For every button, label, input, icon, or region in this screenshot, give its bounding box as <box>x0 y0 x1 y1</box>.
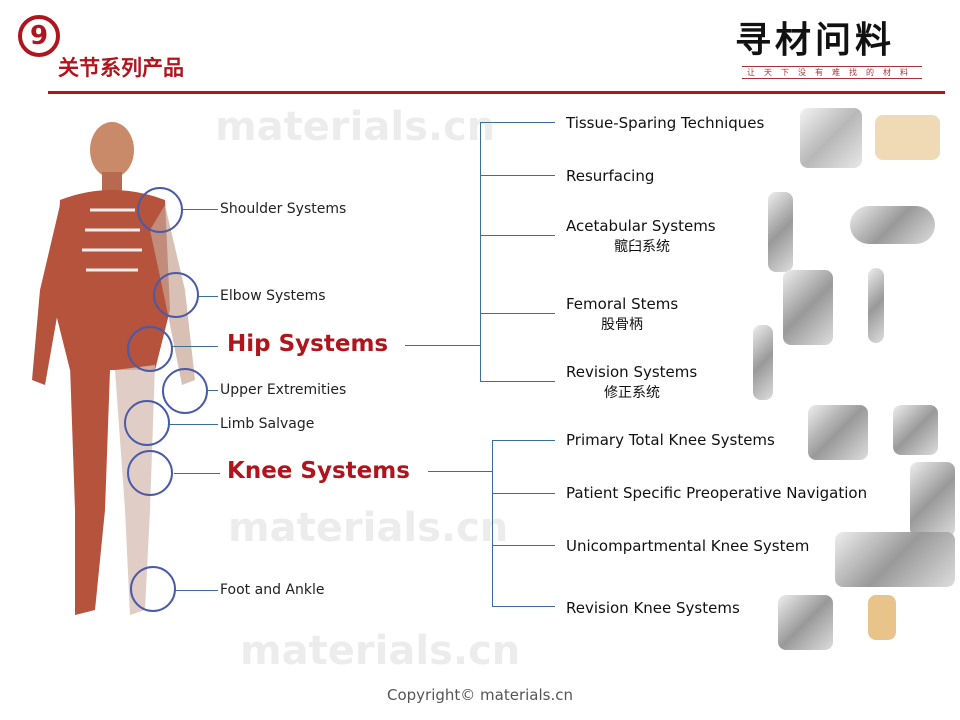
acetabular-cups-image <box>850 206 935 244</box>
hip-item-femoral-cn: 股骨柄 <box>601 317 643 333</box>
hip-item-acetabular: Acetabular Systems <box>566 217 716 235</box>
connector <box>174 473 220 474</box>
elbow-marker <box>153 272 199 318</box>
unicompartmental-knee-image <box>835 532 955 587</box>
knee-item-primary: Primary Total Knee Systems <box>566 431 775 449</box>
hip-item-revision-cn: 修正系统 <box>604 385 660 401</box>
hip-stem-image <box>768 192 793 272</box>
tree-branch <box>492 493 555 494</box>
knee-marker <box>127 450 173 496</box>
revision-stem-image <box>753 325 773 400</box>
hip-item-revision: Revision Systems <box>566 363 698 381</box>
knee-femoral-component-image <box>808 405 868 460</box>
copyright-footer: Copyright© materials.cn <box>386 686 573 704</box>
tree-line <box>405 345 480 346</box>
shoulder-marker <box>137 187 183 233</box>
tree-branch <box>492 606 555 607</box>
tree-branch <box>480 175 555 176</box>
header-divider <box>48 91 945 94</box>
shoulder-systems-label: Shoulder Systems <box>220 201 347 217</box>
watermark: materials.cn <box>240 628 521 674</box>
tree-line <box>492 440 493 607</box>
tree-line <box>480 122 481 382</box>
tree-branch <box>492 440 555 441</box>
connector <box>175 590 218 591</box>
knee-item-unicompartmental: Unicompartmental Knee System <box>566 537 810 555</box>
watermark: materials.cn <box>215 104 496 150</box>
hip-item-resurfacing: Resurfacing <box>566 167 655 185</box>
tree-branch <box>492 545 555 546</box>
tree-line <box>428 471 492 472</box>
foot-ankle-label: Foot and Ankle <box>220 582 325 598</box>
hip-item-tissue-sparing: Tissue-Sparing Techniques <box>566 114 765 132</box>
knee-joint-image <box>868 595 896 640</box>
page-title: 关节系列产品 <box>58 56 184 80</box>
hip-marker <box>127 326 173 372</box>
surgery-image <box>875 115 940 160</box>
upper-extremities-label: Upper Extremities <box>220 382 347 398</box>
hip-item-femoral: Femoral Stems <box>566 295 679 313</box>
limb-salvage-label: Limb Salvage <box>220 416 315 432</box>
logo-tagline: 让天下没有难找的材料 <box>742 66 922 79</box>
tree-branch <box>480 381 555 382</box>
hand-marker <box>162 368 208 414</box>
connector <box>172 346 218 347</box>
revision-knee-image <box>778 595 833 650</box>
tree-branch <box>480 313 555 314</box>
femoral-stem-image <box>868 268 884 343</box>
knee-item-revision: Revision Knee Systems <box>566 599 740 617</box>
connector <box>182 209 218 210</box>
knee-navigation-image <box>910 462 955 537</box>
knee-systems-heading: Knee Systems <box>227 458 410 484</box>
ankle-marker <box>130 566 176 612</box>
thigh-marker <box>124 400 170 446</box>
logo: 寻材问料 <box>735 19 896 61</box>
hip-systems-heading: Hip Systems <box>227 331 389 357</box>
watermark: materials.cn <box>228 505 509 551</box>
tree-branch <box>480 235 555 236</box>
hip-item-acetabular-cn: 髋臼系统 <box>614 239 670 255</box>
slide-number-badge: 9 <box>18 15 60 57</box>
knee-item-navigation: Patient Specific Preoperative Navigation <box>566 484 868 502</box>
tree-branch <box>480 122 555 123</box>
elbow-systems-label: Elbow Systems <box>220 288 326 304</box>
femoral-stems-image <box>783 270 833 345</box>
tissue-sparing-instrument-image <box>800 108 862 168</box>
connector <box>168 424 218 425</box>
connector <box>198 296 218 297</box>
connector <box>207 390 218 391</box>
knee-tibial-image <box>893 405 938 455</box>
